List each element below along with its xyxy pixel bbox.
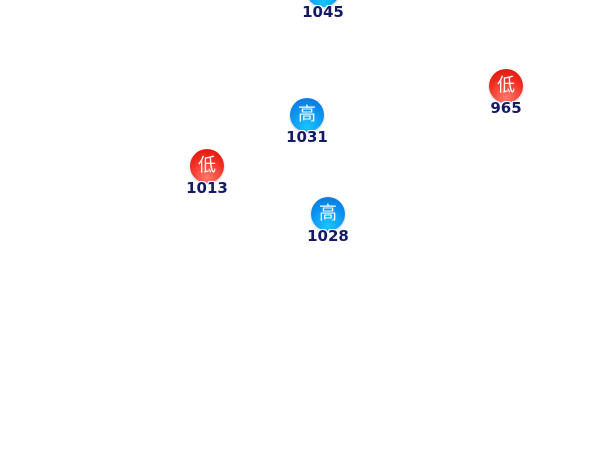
pressure-value: 1013 bbox=[186, 179, 228, 197]
high-pressure-marker[interactable]: 高 1028 bbox=[307, 197, 349, 257]
high-pressure-icon: 高 bbox=[290, 98, 324, 132]
pressure-value: 1045 bbox=[302, 3, 344, 21]
low-pressure-icon: 低 bbox=[489, 69, 523, 103]
pressure-value: 965 bbox=[490, 99, 522, 117]
high-pressure-marker[interactable]: 高 1031 bbox=[286, 98, 328, 158]
low-pressure-marker[interactable]: 低 965 bbox=[486, 69, 526, 129]
high-pressure-icon: 高 bbox=[311, 197, 345, 231]
high-pressure-icon: 高 bbox=[306, 0, 340, 7]
pressure-value: 1028 bbox=[307, 227, 349, 245]
pressure-value: 1031 bbox=[286, 128, 328, 146]
high-pressure-marker[interactable]: 高 1045 bbox=[302, 0, 344, 33]
low-pressure-icon: 低 bbox=[190, 149, 224, 183]
low-pressure-marker[interactable]: 低 1013 bbox=[186, 149, 228, 209]
